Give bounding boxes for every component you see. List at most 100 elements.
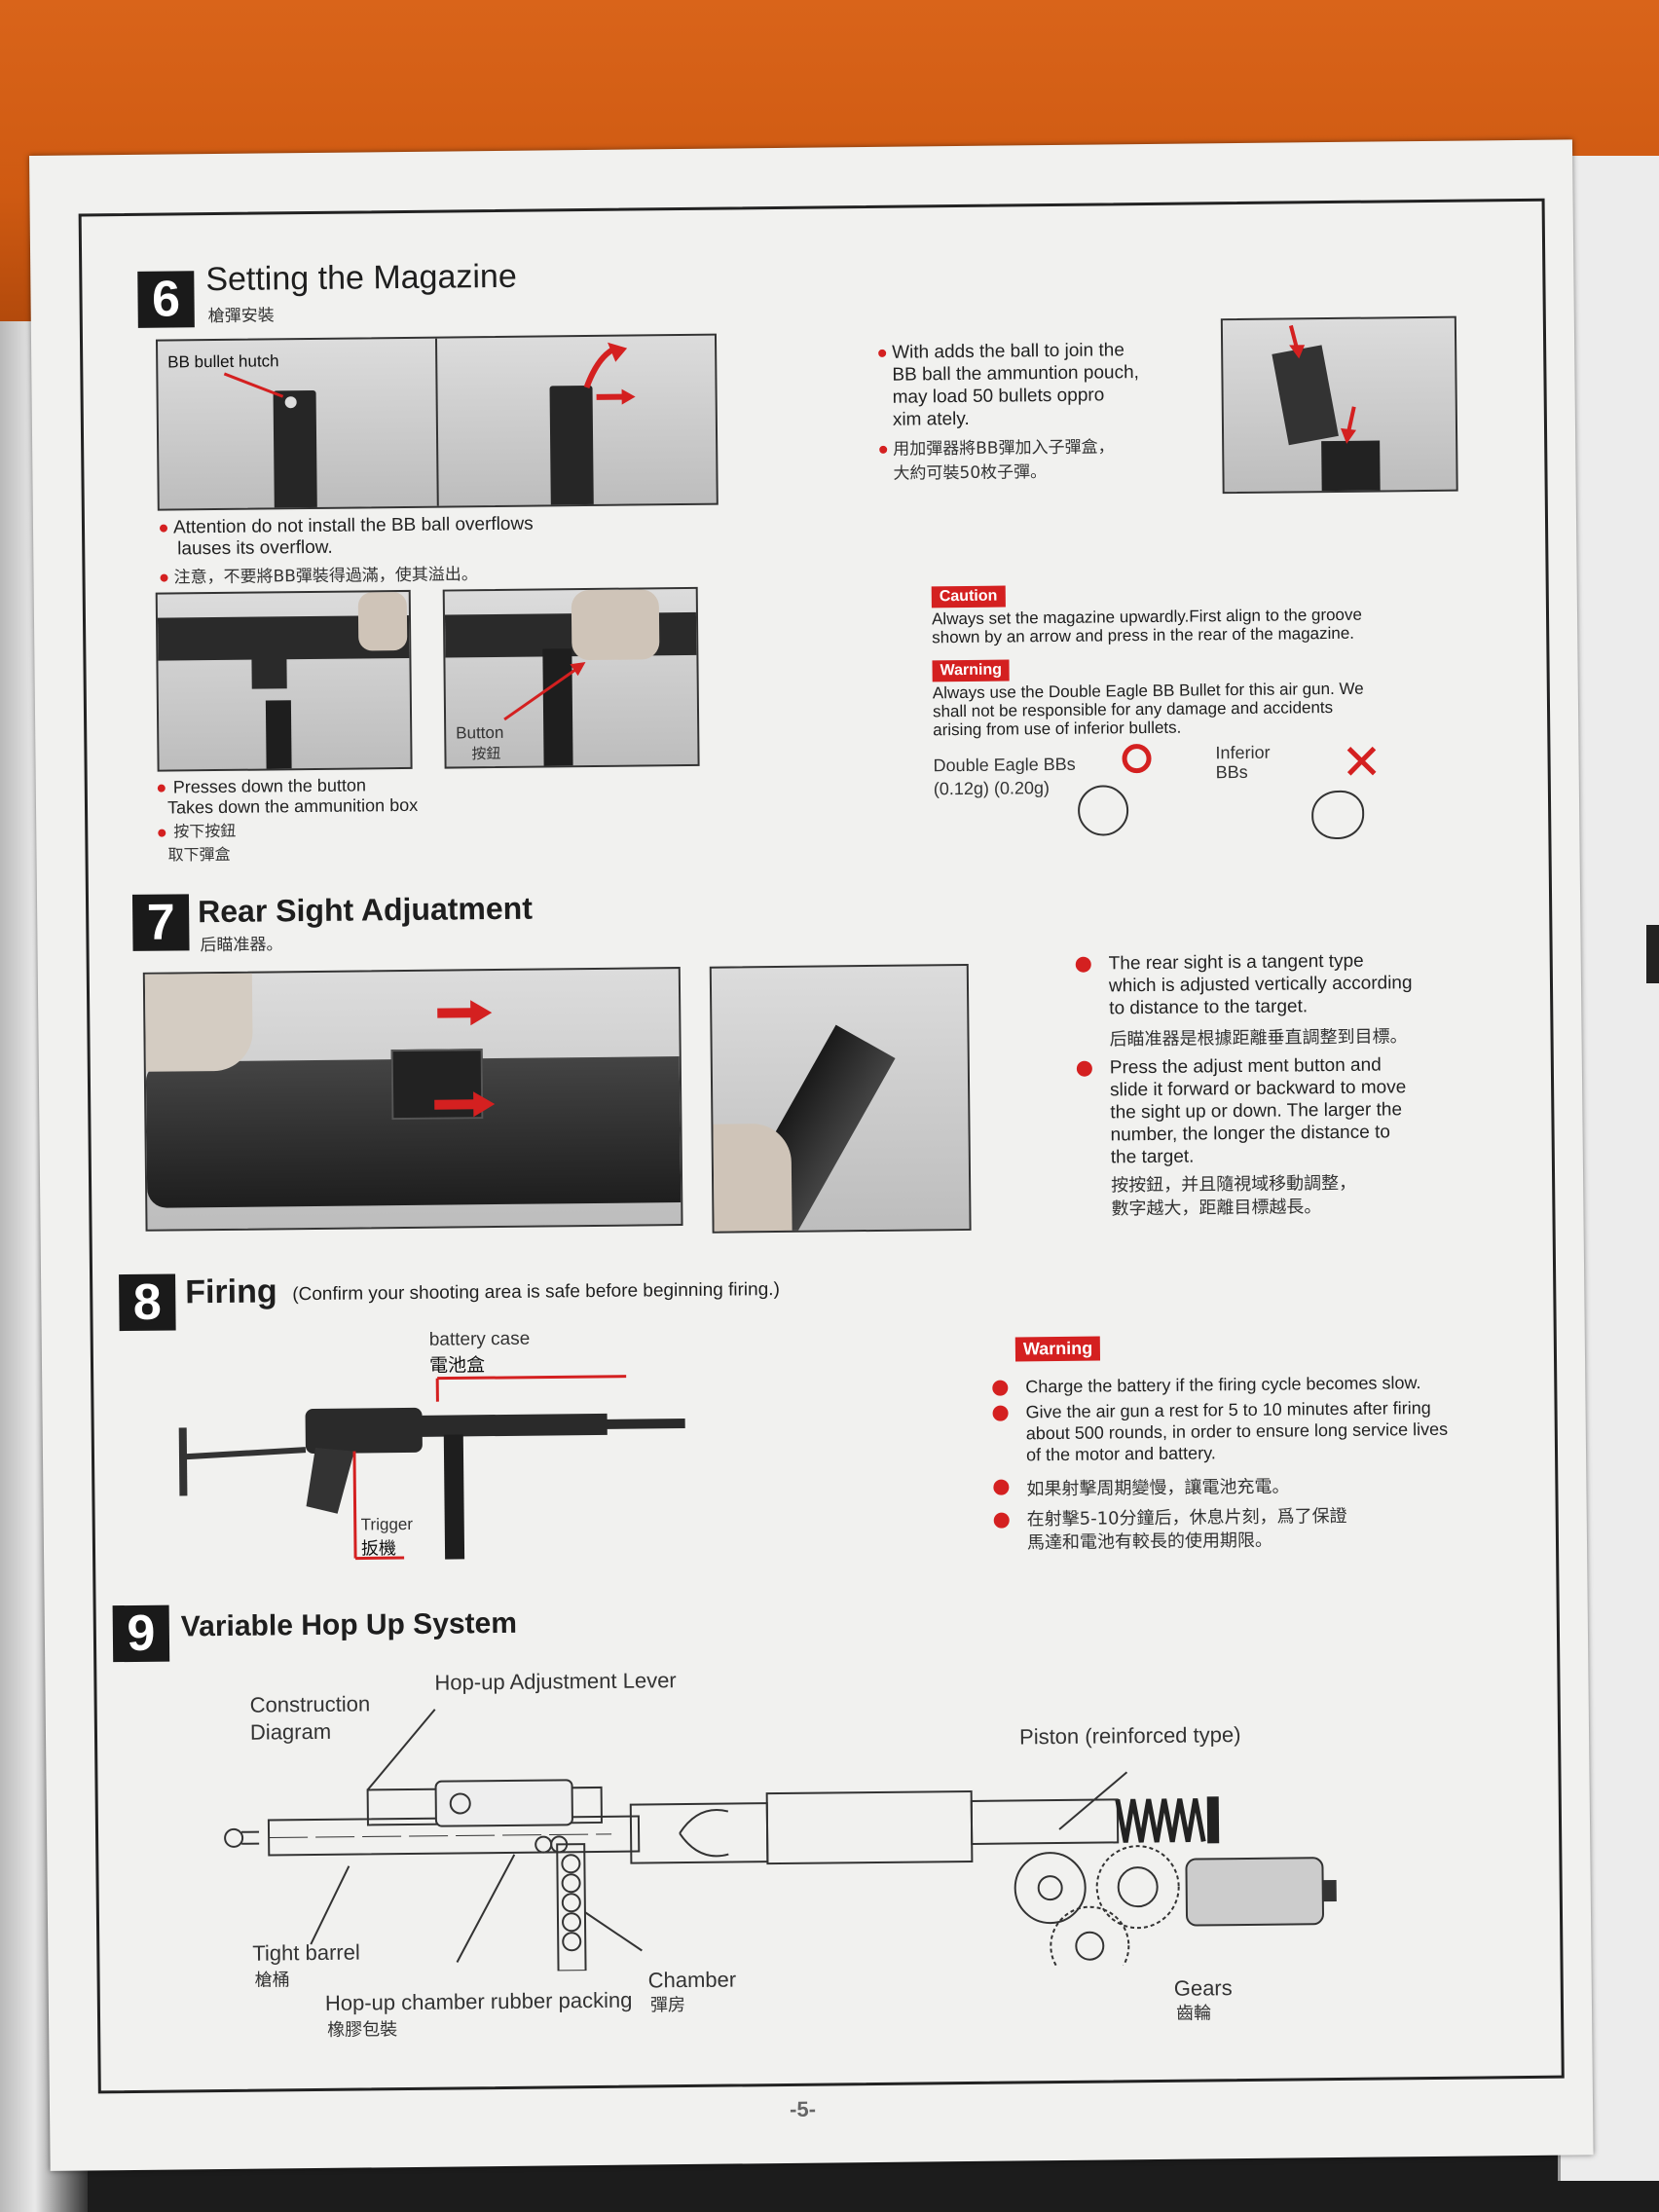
button-zh: 按鈕: [471, 744, 501, 763]
lever-leader: [366, 1709, 436, 1791]
battery-pointer: [437, 1375, 627, 1381]
inferior-bb-label: Inferior BBs: [1215, 743, 1270, 783]
bb-ball: [561, 1893, 581, 1913]
trigger-zh: 扳機: [360, 1538, 397, 1560]
gear-hub: [1075, 1931, 1105, 1961]
stock-rod: [182, 1447, 307, 1460]
page-number: -5-: [789, 2096, 817, 2121]
press-en-2: Takes down the ammunition box: [166, 794, 419, 818]
battery-label: battery case: [428, 1328, 531, 1350]
warning-2: Give the air gun a rest for 5 to 10 minu…: [1025, 1396, 1532, 1465]
trigger-label: Trigger: [360, 1514, 414, 1534]
load-line-3: may load 50 bullets oppro: [892, 385, 1105, 408]
good-bb-label: Double Eagle BBs: [933, 754, 1076, 776]
load-line-1: With adds the ball to join the: [878, 339, 1139, 364]
gun-grip: [251, 651, 287, 689]
hutch-pointer: [223, 372, 284, 398]
attention-en2: lauses its overflow.: [177, 536, 333, 560]
inferior-line: BBs: [1215, 761, 1248, 783]
good-bb-weights: (0.12g) (0.20g): [933, 778, 1051, 799]
firing-warnings: Charge the battery if the firing cycle b…: [1025, 1371, 1533, 1555]
chamber-label: Chamber: [647, 1967, 737, 1993]
gears-zh: 齒輪: [1175, 2003, 1212, 2024]
chamber-leader: [584, 1911, 643, 1952]
load-zh-2: 大約可裝50枚子彈。: [893, 462, 1048, 484]
press-en-text: Presses down the button: [172, 775, 367, 797]
press-instructions: Presses down the button Takes down the a…: [158, 775, 419, 866]
bb-ball: [561, 1873, 581, 1894]
section-6-zh: 槍彈安裝: [207, 306, 275, 327]
red-arrowhead: [608, 342, 628, 362]
attention-zh-text: 注意，不要將BB彈裝得過滿，使其溢出。: [173, 565, 478, 588]
bullet-icon: [158, 778, 171, 797]
chamber-block: [629, 1802, 769, 1864]
spring-guide: [1206, 1796, 1220, 1844]
rear-sight-photo-2: [709, 963, 972, 1234]
section-6-title: Setting the Magazine: [205, 257, 517, 299]
red-arrow: [583, 345, 617, 389]
button-arrow: [503, 662, 586, 721]
bullet-icon: [158, 823, 171, 841]
load-instructions: With adds the ball to join the BB ball t…: [878, 339, 1140, 484]
motor-icon: [1185, 1857, 1324, 1927]
next-page-tab: [1646, 925, 1659, 983]
bb-ball-icon: [1077, 785, 1129, 836]
rear-sight-p2: Press the adjust ment button and slide i…: [1110, 1052, 1539, 1169]
piston-body: [970, 1798, 1120, 1845]
hand-shape: [357, 591, 408, 651]
packing-zh: 橡膠包裝: [327, 2019, 398, 2041]
lever-pivot: [449, 1792, 471, 1815]
rear-sight-text: The rear sight is a tangent type which i…: [1109, 948, 1540, 1222]
gear-icon: [1050, 1905, 1130, 1975]
section-8-title: Firing: [185, 1272, 277, 1311]
rear-sight-p2-zh: 按按鈕，并且隨視域移動調整， 數字越大，距離目標越長。: [1111, 1170, 1539, 1222]
load-text: With adds the ball to join the: [892, 340, 1124, 363]
hopup-lever: [434, 1779, 573, 1827]
p2-zh-line: 數字越大，距離目標越長。: [1111, 1197, 1322, 1220]
hopup-diagram: [224, 1709, 1337, 1975]
trigger-pointer: [355, 1556, 405, 1561]
wrong-cross-icon: [1346, 746, 1377, 776]
inferior-line: Inferior: [1215, 742, 1271, 763]
press-zh-text: 按下按鈕: [173, 821, 237, 841]
stock-butt: [178, 1427, 188, 1496]
barrel-leader: [310, 1865, 350, 1945]
warning-1-zh: 如果射擊周期變慢，讓電池充電。: [1026, 1470, 1532, 1500]
section-7-title: Rear Sight Adjuatment: [197, 890, 534, 930]
red-arrow: [434, 1099, 476, 1110]
packing-label: Hop-up chamber rubber packing: [324, 1987, 633, 2015]
gun-magazine-photo: [155, 589, 413, 772]
sight-arrows: [434, 1000, 496, 1118]
load-zh-text: 用加彈器將BB彈加入子彈盒，: [893, 437, 1115, 460]
caution-badge: Caution: [931, 585, 1006, 608]
press-zh-2: 取下彈盒: [167, 844, 231, 865]
gear-hub: [1117, 1866, 1159, 1908]
attention-zh: 注意，不要將BB彈裝得過滿，使其溢出。: [160, 560, 478, 587]
warning-1: Charge the battery if the firing cycle b…: [1025, 1371, 1531, 1397]
gears-label: Gears: [1173, 1975, 1233, 2001]
p2-line: the target.: [1110, 1146, 1195, 1168]
bb-ball: [562, 1932, 582, 1952]
barrel: [597, 1419, 685, 1429]
pistol-grip: [306, 1447, 354, 1514]
magazine-photo-pair: BB bullet hutch: [155, 333, 719, 511]
red-arrowhead: [473, 1091, 496, 1118]
press-en-1: Presses down the button: [158, 775, 418, 798]
trigger-pointer: [352, 1451, 357, 1559]
attention-en-text: Attention do not install the BB ball ove…: [172, 513, 534, 538]
bullet-icon: [879, 440, 893, 460]
section-7-number: 7: [131, 894, 190, 951]
motor-terminal: [1322, 1880, 1337, 1902]
warning-text: Always use the Double Eagle BB Bullet fo…: [933, 680, 1364, 740]
bore-line: [269, 1833, 612, 1839]
w2-line: of the motor and battery.: [1025, 1443, 1216, 1465]
load-line-4: xim ately.: [892, 408, 970, 430]
correct-circle-icon: [1122, 743, 1152, 774]
firing-warning-badge: Warning: [1014, 1336, 1101, 1362]
load-line-2: BB ball the ammuntion pouch,: [892, 362, 1140, 386]
receiver-shape: [305, 1407, 423, 1455]
button-label: Button: [456, 722, 504, 743]
red-arrow: [437, 1008, 473, 1018]
bb-ball: [535, 1835, 553, 1854]
press-zh-1: 按下按鈕: [158, 816, 418, 842]
